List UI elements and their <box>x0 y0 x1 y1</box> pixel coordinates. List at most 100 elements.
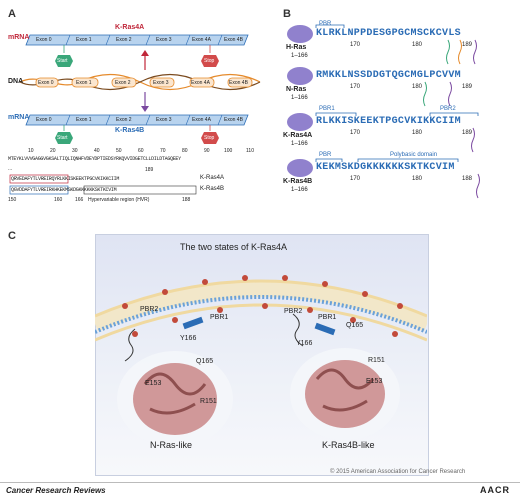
mrna-top-bar <box>25 34 249 46</box>
seq-tick: 60 <box>138 148 144 154</box>
membrane-bilayer <box>95 279 427 342</box>
nras-tick: 189 <box>462 84 473 90</box>
kras4a-tick: 180 <box>412 130 423 136</box>
nras-tick: 170 <box>350 84 361 90</box>
lipid-tail-icon <box>423 39 480 199</box>
exon-label: Exon 1 <box>76 117 92 123</box>
sequence-kras4a-name: K-Ras4A <box>200 175 225 181</box>
hras-tick: 180 <box>412 42 423 48</box>
stop-label: Stop <box>204 58 215 64</box>
sequence-ellipsis: ... <box>8 166 13 172</box>
panel-a-diagram <box>9 34 261 195</box>
left-r151: R151 <box>200 398 217 405</box>
kras4a-tick: 170 <box>350 130 361 136</box>
mrna-bottom-label: mRNA <box>8 114 30 121</box>
nras-name: N-Ras <box>286 86 307 93</box>
seq-tick: 30 <box>72 148 78 154</box>
exon-label: Exon 3 <box>156 117 172 123</box>
lipid-tail-icon <box>292 313 304 347</box>
seq-tick: 110 <box>246 148 254 154</box>
stop-marker-top <box>201 45 219 67</box>
exon-label: Exon 0 <box>36 37 52 43</box>
seq-tick: 10 <box>28 148 34 154</box>
seq-4b-tick: 150 <box>8 197 17 203</box>
kras4b-tick: 170 <box>350 176 361 182</box>
right-r151: R151 <box>368 357 385 364</box>
start-label: Start <box>57 58 68 64</box>
right-pbr2: PBR2 <box>284 308 303 315</box>
right-y166: Y166 <box>296 340 313 347</box>
seq-tick: 90 <box>204 148 210 154</box>
dna-label: DNA <box>8 78 24 85</box>
seq-tick: 80 <box>182 148 188 154</box>
panel-c-letter: C <box>8 230 16 242</box>
hras-tick: 189 <box>462 42 473 48</box>
stop-label: Stop <box>204 135 215 141</box>
exon-label: Exon 4B <box>224 37 243 43</box>
kras4b-gene-label: K-Ras4B <box>115 127 145 134</box>
kras4a-gene-label: K-Ras4A <box>115 24 145 31</box>
nras-range: 1–166 <box>291 95 308 101</box>
dna-exon-label: Exon 3 <box>153 80 169 86</box>
left-pbr1: PBR1 <box>210 314 229 321</box>
copyright: © 2015 American Association for Cancer R… <box>330 469 466 475</box>
kras4b-polybasic-label: Polybasic domain <box>390 152 438 158</box>
seq-4b-tick: 160 <box>54 197 63 203</box>
nras-tick: 180 <box>412 84 423 90</box>
kras4b-pbr-label: PBR <box>319 152 332 158</box>
aacr-logo: AACR <box>480 485 510 495</box>
hras-motif-label: PBR <box>319 21 332 27</box>
sequence-full: MTEYKLVVVGAGGVGKSALTIQLIQNHFVDEYDPTIEDSY… <box>8 156 181 162</box>
seq-tick: 50 <box>116 148 122 154</box>
stop-marker-bottom <box>201 125 219 144</box>
kras4b-sequence: KEKMSKDGKKKKKKSKTKCVIM <box>316 162 455 173</box>
hras-range: 1–166 <box>291 53 308 59</box>
seq-4b-end: 188 <box>182 197 191 203</box>
exon-label: Exon 1 <box>76 37 92 43</box>
kras4a-name: K-Ras4A <box>283 132 313 139</box>
mrna-bottom-bar <box>25 114 249 126</box>
hras-sequence: KLRKLNPPDESGPGCMSCKCVLS <box>316 28 461 39</box>
start-marker-bottom <box>55 125 73 144</box>
kras4a-sequence: RLKKISKEEKTPGCVKIKKCIIM <box>316 116 461 127</box>
dna-exon-label: Exon 4A <box>191 80 210 86</box>
hvr-label: Hypervariable region (HVR) <box>88 197 150 203</box>
sequence-kras4a: QRVEDAFYTLVREIRQYRLKKISKEEKTPGCVKIKKCIIM <box>11 176 120 182</box>
exon-label: Exon 2 <box>116 37 132 43</box>
dna-exon-label: Exon 1 <box>76 80 92 86</box>
kras4b-tick: 180 <box>412 176 423 182</box>
left-caption: N-Ras-like <box>150 440 193 450</box>
kras4b-tick: 188 <box>462 176 473 182</box>
right-q165: Q165 <box>346 322 364 329</box>
panel-c-illustration <box>95 275 427 447</box>
kras4a-tick: 189 <box>462 130 473 136</box>
dna-exon-label: Exon 0 <box>38 80 54 86</box>
left-y166: Y166 <box>180 335 197 342</box>
exon-label: Exon 4A <box>192 37 211 43</box>
protein-blob-icon <box>287 25 313 177</box>
footer-bar <box>0 482 520 501</box>
panel-b-diagram <box>287 24 480 199</box>
hras-tick: 170 <box>350 42 361 48</box>
start-label: Start <box>57 135 68 141</box>
mrna-top-label: mRNA <box>8 34 30 41</box>
panel-c-title: The two states of K-Ras4A <box>180 242 288 252</box>
kras4b-range: 1–166 <box>291 187 308 193</box>
right-caption: K-Ras4B-like <box>322 440 375 450</box>
left-q165: Q165 <box>196 358 214 365</box>
seq-4b-tick: 166 <box>75 197 84 203</box>
arrow-up-icon <box>141 50 149 70</box>
protein-left <box>117 316 233 447</box>
right-e153: E153 <box>366 378 383 385</box>
arrow-down-icon <box>141 92 149 112</box>
dna-strand <box>19 73 261 91</box>
nras-sequence: RMKKLNSSDDGTQGCMGLPCVVM <box>316 70 461 81</box>
panel-b-letter: B <box>283 8 291 20</box>
panel-a-letter: A <box>8 8 16 20</box>
kras4a-pbr1-label: PBR1 <box>319 106 335 112</box>
seq-tick: 70 <box>160 148 166 154</box>
exon-label: Exon 4A <box>192 117 211 123</box>
seq-tick: 40 <box>94 148 100 154</box>
start-marker-top <box>55 45 73 67</box>
hras-name: H-Ras <box>286 44 307 51</box>
